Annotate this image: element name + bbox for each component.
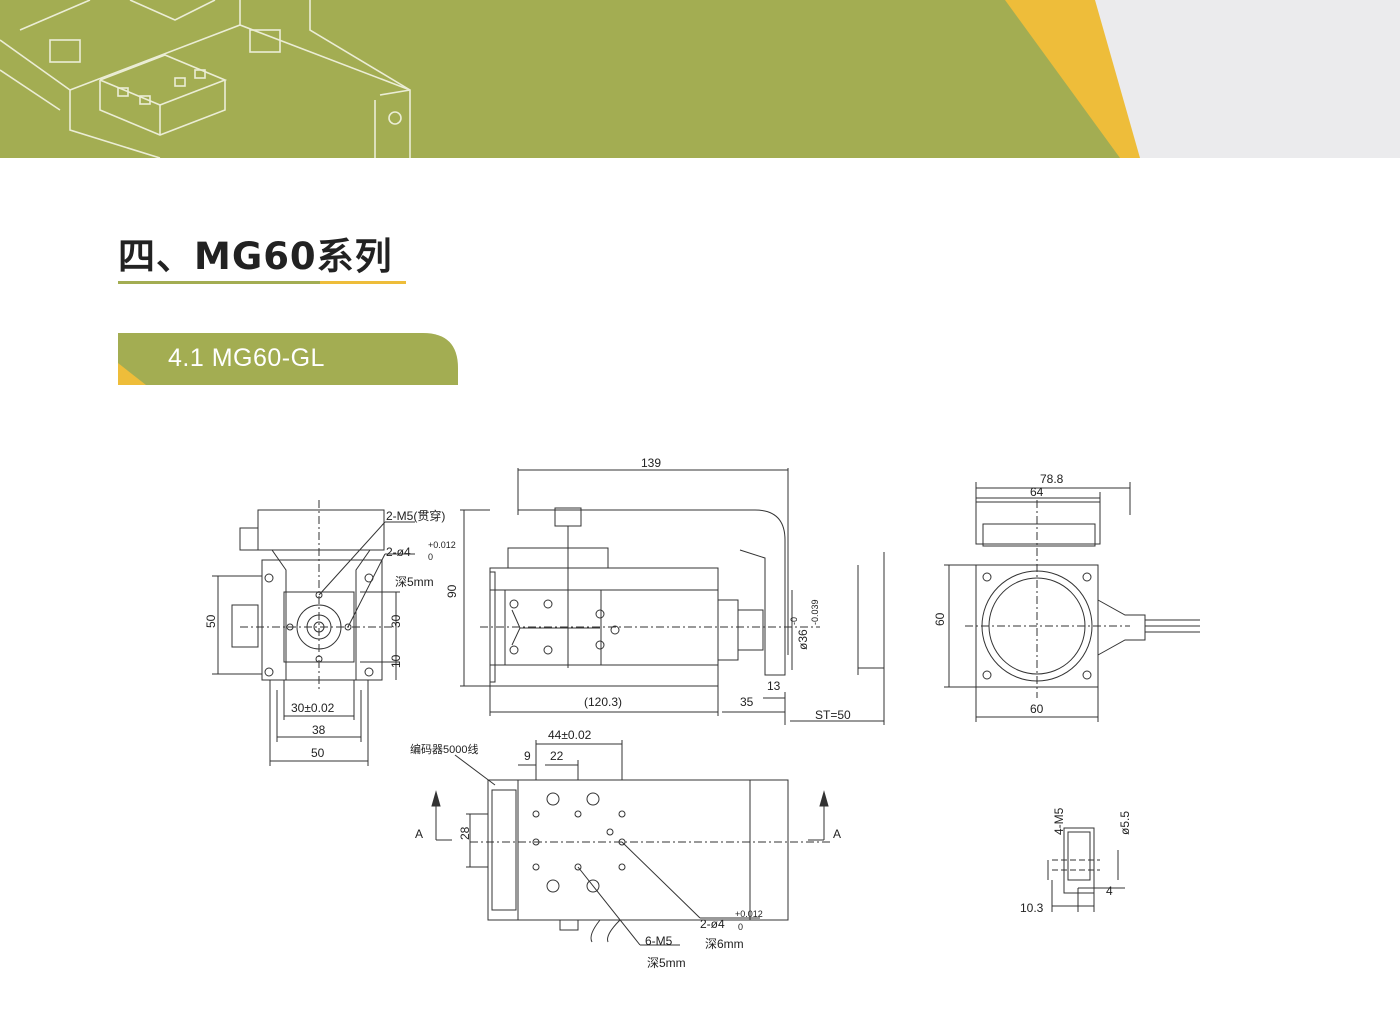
page-title: 四、MG60系列 [118, 235, 393, 278]
note-top-pin-tol2: 0 [738, 922, 743, 932]
note-top-m5-depth: 深5mm [647, 956, 686, 970]
note-top-pin-tol: +0.012 [735, 909, 763, 919]
note-top-pin: 2-ø4 [700, 917, 725, 931]
dim-end-60-h: 60 [1030, 702, 1044, 716]
note-depth: 深5mm [395, 575, 434, 589]
front-view [212, 500, 415, 766]
dim-dia36-tol2: -0 [789, 617, 799, 625]
header-banner [0, 0, 1400, 158]
note-top-pin-depth: 深6mm [705, 937, 744, 951]
note-pin-tol: +0.012 [428, 540, 456, 550]
dim-13: 13 [767, 679, 781, 693]
dim-78: 78.8 [1040, 472, 1064, 486]
section-tab [118, 333, 458, 385]
note-top-m5: 6-M5 [645, 934, 673, 948]
technical-drawing: 139 90 (120.3) 35 13 ST=50 ø36 -0.039 -0… [204, 456, 1200, 970]
title-underline [118, 281, 406, 284]
side-view [460, 468, 885, 725]
dim-front-30-h: 30±0.02 [291, 701, 335, 715]
dim-139: 139 [641, 456, 661, 470]
section-a-left: A [415, 827, 423, 841]
dim-front-50-h: 50 [311, 746, 325, 760]
section-a-right: A [833, 827, 841, 841]
dim-front-10-v: 10 [389, 654, 403, 668]
detail-view [1047, 827, 1125, 912]
end-view [944, 482, 1200, 722]
dim-44: 44±0.02 [548, 728, 592, 742]
dim-detail-4: 4 [1106, 884, 1113, 898]
linear-module-illustration [0, 0, 411, 158]
dim-detail-103: 10.3 [1020, 901, 1044, 915]
note-m5: 2-M5(贯穿) [386, 508, 445, 523]
dim-detail-m5: 4-M5 [1052, 807, 1066, 835]
dim-90: 90 [445, 584, 459, 598]
dim-st: ST=50 [815, 708, 851, 722]
top-view [431, 740, 830, 946]
dim-front-50-v: 50 [204, 614, 218, 628]
dim-9: 9 [524, 749, 531, 763]
dim-dia36-tol: -0.039 [810, 599, 820, 625]
dim-end-60-v: 60 [933, 612, 947, 626]
encoder-note: 编码器5000线 [410, 742, 478, 756]
note-pin: 2-ø4 [386, 545, 411, 559]
dim-detail-55: ø5.5 [1118, 811, 1132, 835]
dim-120: (120.3) [584, 695, 622, 709]
dim-front-30-v: 30 [389, 614, 403, 628]
dim-28: 28 [458, 826, 472, 840]
dim-64: 64 [1030, 485, 1044, 499]
section-label: 4.1 MG60-GL [168, 344, 325, 372]
dim-dia36: ø36 [796, 629, 810, 650]
dim-35: 35 [740, 695, 754, 709]
dim-front-38-h: 38 [312, 723, 326, 737]
note-pin-tol2: 0 [428, 552, 433, 562]
dim-22: 22 [550, 749, 564, 763]
